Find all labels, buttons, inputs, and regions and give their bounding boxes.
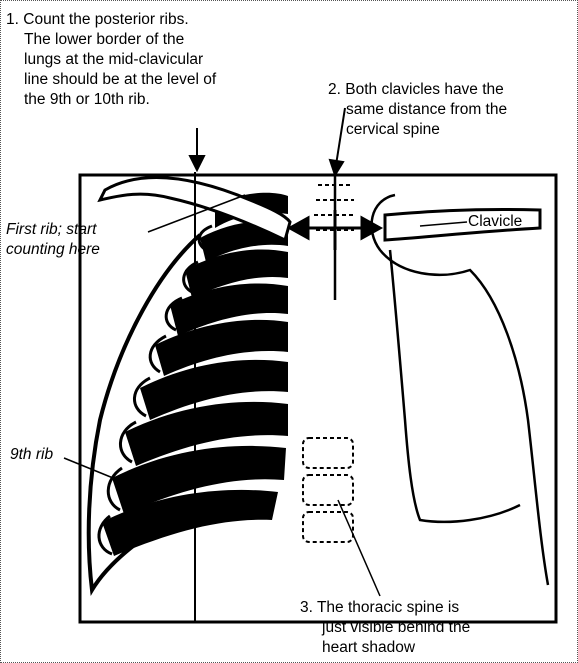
note1-line-1: Count the posterior ribs.: [23, 11, 188, 28]
note1-line-4: line should be at the level of: [6, 70, 216, 90]
note2-line-3: cervical spine: [328, 120, 507, 140]
note3-line-3: heart shadow: [300, 638, 470, 658]
note3-line-2: just visible behind the: [300, 618, 470, 638]
clavicle-label: Clavicle: [468, 212, 522, 232]
note2-line-1: Both clavicles have the: [345, 81, 504, 98]
left-lung-outline: [372, 195, 548, 585]
thoracic-vertebrae: [303, 438, 353, 542]
note2-label: 2. Both clavicles have the same distance…: [328, 80, 507, 140]
note3-pointer: [338, 500, 380, 596]
note3-label: 3. The thoracic spine is just visible be…: [300, 598, 470, 658]
note2-line-2: same distance from the: [328, 100, 507, 120]
note1-line-2: The lower border of the: [6, 30, 216, 50]
note2-number: 2.: [328, 81, 341, 98]
heart-shadow-outline: [390, 250, 520, 522]
note3-line-1: The thoracic spine is: [317, 599, 459, 616]
note1-line-3: lungs at the mid-clavicular: [6, 50, 216, 70]
note1-label: 1. Count the posterior ribs. The lower b…: [6, 10, 216, 110]
first-rib-line-2: counting here: [6, 240, 100, 260]
note3-number: 3.: [300, 599, 313, 616]
note1-arrow: [190, 128, 204, 170]
clavicle-distance-arrows: [290, 210, 380, 250]
note1-number: 1.: [6, 11, 19, 28]
note1-line-5: the 9th or 10th rib.: [6, 90, 216, 110]
ninth-rib-label: 9th rib: [10, 445, 53, 465]
first-rib-label: First rib; start counting here: [6, 220, 100, 260]
first-rib-line-1: First rib; start: [6, 220, 100, 240]
